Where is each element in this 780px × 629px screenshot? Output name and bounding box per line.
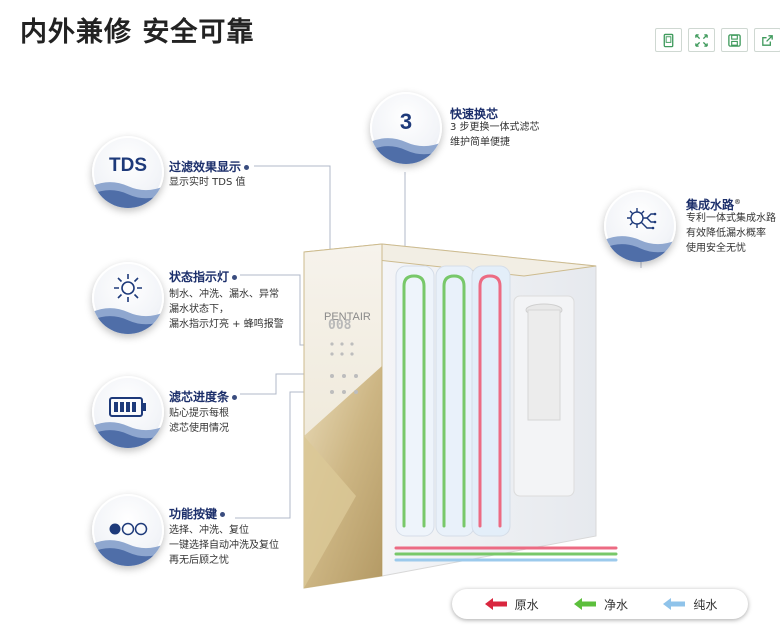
wave-icon: [92, 421, 164, 448]
tds-title: 过滤效果显示: [169, 158, 250, 175]
page-title: 内外兼修 安全可靠: [20, 17, 255, 48]
waterway-badge: [604, 190, 676, 262]
status-light-title: 状态指示灯: [169, 268, 238, 285]
arrow-left-icon: [484, 598, 507, 610]
progress-desc: 贴心提示每根 滤芯使用情况: [169, 408, 229, 434]
wave-icon: [92, 307, 164, 334]
status-light-desc: 制水、冲洗、漏水、异常 漏水状态下， 漏水指示灯亮 + 蜂鸣报警: [169, 289, 284, 330]
water-legend: 原水 净水 纯水: [452, 589, 748, 619]
quick-change-desc: 3 步更换一体式滤芯 维护简单便捷: [450, 122, 540, 148]
quick-change-badge: 3: [370, 92, 442, 164]
function-buttons-desc: 选择、冲洗、复位 一键选择自动冲洗及复位 再无后顾之忧: [169, 525, 279, 566]
water-purifier-illustration: PENTAIR 008: [303, 243, 618, 589]
legend-item-raw-water: 原水: [483, 596, 539, 613]
wave-icon: [92, 539, 164, 566]
wave-icon: [92, 181, 164, 208]
arrow-left-icon: [663, 598, 686, 610]
fullscreen-icon: [695, 33, 708, 47]
tds-badge: TDS: [92, 136, 164, 208]
battery-icon: [109, 397, 146, 418]
brand-logo-text: PENTAIR: [324, 311, 371, 323]
waterway-desc: 专利一体式集成水路 有效降低漏水概率 使用安全无忧: [686, 213, 776, 254]
circuit-icon: [627, 208, 657, 230]
save-button[interactable]: [721, 28, 748, 52]
wave-icon: [604, 235, 676, 262]
status-light-badge: [92, 262, 164, 334]
sun-icon: [114, 274, 142, 303]
toolbar: [655, 28, 780, 52]
share-icon: [762, 34, 773, 46]
progress-badge: [92, 376, 164, 448]
share-button[interactable]: [754, 28, 780, 52]
function-buttons-badge: [92, 494, 164, 566]
tablet-icon: [663, 33, 674, 47]
waterway-title: 集成水路®: [686, 198, 742, 212]
tds-badge-text: TDS: [109, 155, 147, 177]
tablet-view-button[interactable]: [655, 28, 682, 52]
dots-icon: [109, 522, 148, 536]
tds-display-value: 008: [328, 318, 352, 333]
tds-desc: 显示实时 TDS 值: [169, 177, 246, 188]
quick-change-title: 快速换芯: [450, 107, 499, 121]
progress-title: 滤芯进度条: [169, 388, 238, 405]
fullscreen-button[interactable]: [688, 28, 715, 52]
legend-item-pure-water: 纯水: [661, 596, 717, 613]
wave-icon: [370, 137, 442, 164]
legend-item-clean-water: 净水: [572, 596, 628, 613]
save-icon: [728, 33, 741, 47]
quick-change-badge-text: 3: [399, 109, 413, 135]
function-buttons-title: 功能按键: [169, 505, 226, 522]
arrow-left-icon: [573, 598, 596, 610]
